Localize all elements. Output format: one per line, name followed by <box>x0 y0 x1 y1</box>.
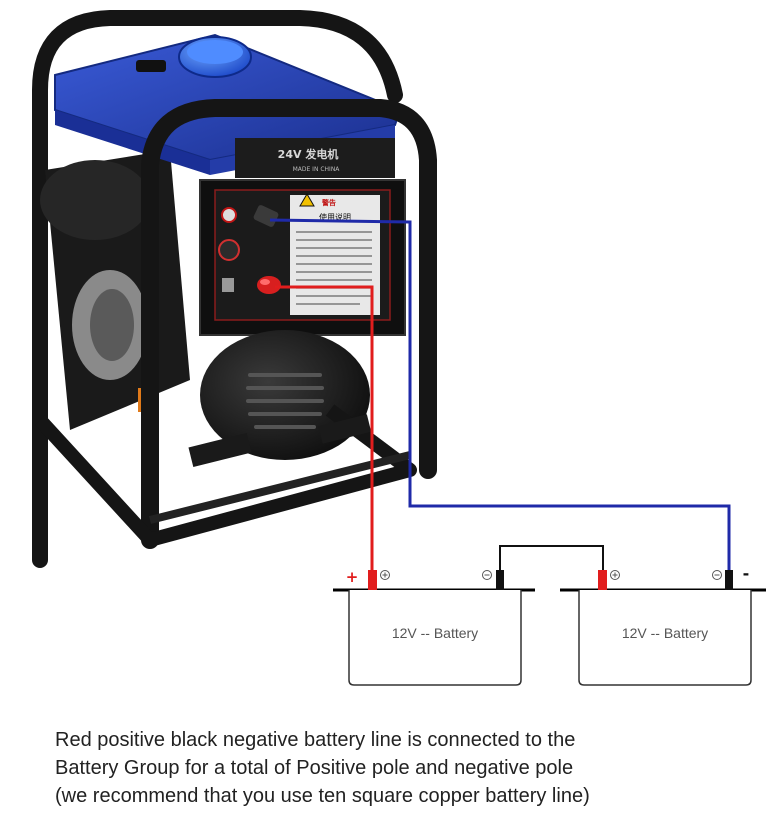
positive-wire <box>275 285 374 572</box>
mount-bracket <box>188 433 252 467</box>
panel-subtitle: MADE IN CHINA <box>293 166 341 173</box>
control-panel: 24V 发电机 MADE IN CHINA 警告 使用说明 <box>199 138 406 336</box>
battery-1-plus-terminal-icon <box>380 570 390 580</box>
battery-2-positive-post <box>598 570 607 590</box>
battery-2-minus-terminal-icon <box>712 570 722 580</box>
warning-subtitle: 使用说明 <box>319 212 351 222</box>
caption-line-1: Red positive black negative battery line… <box>55 729 576 751</box>
battery-2: - 12V -- Battery <box>560 564 766 686</box>
battery-1-negative-post <box>496 570 504 590</box>
engine-cover <box>40 160 150 240</box>
battery-1: + 12V -- Battery <box>333 568 535 686</box>
battery-2-body <box>578 590 752 686</box>
switch-icon <box>222 278 234 292</box>
battery-2-label: 12V -- Battery <box>622 625 708 641</box>
negative-wire <box>269 218 731 572</box>
generator: 24V 发电机 MADE IN CHINA 警告 使用说明 <box>32 10 437 568</box>
battery-2-plus-terminal-icon <box>610 570 620 580</box>
warning-title: 警告 <box>322 198 336 207</box>
battery-1-label: 12V -- Battery <box>392 625 478 641</box>
frame-front <box>141 99 437 549</box>
prohibit-icon <box>221 207 237 223</box>
mount-bracket-2 <box>318 414 372 444</box>
wires <box>269 218 731 572</box>
fuel-cap-top <box>187 40 243 64</box>
tank-clip <box>136 60 166 72</box>
panel-title: 24V 发电机 <box>278 147 339 161</box>
gauge-icon <box>218 239 240 261</box>
frame-base-rail <box>149 451 411 524</box>
alternator-vents <box>246 373 324 429</box>
caption-line-3: (we recommend that you use ten square co… <box>55 785 590 807</box>
starter-core <box>90 289 134 361</box>
battery-1-positive-post <box>368 570 377 590</box>
battery-1-plus-sign: + <box>346 568 359 586</box>
link-wire <box>499 545 604 572</box>
frame-base <box>34 404 417 547</box>
warning-icon <box>299 193 315 207</box>
red-terminal-knob <box>257 276 281 294</box>
red-terminal-knob-shine <box>260 279 270 285</box>
battery-1-body <box>348 590 522 686</box>
caption-line-2: Battery Group for a total of Positive po… <box>55 757 574 779</box>
tank-side <box>55 110 210 175</box>
battery-1-minus-terminal-icon <box>482 570 492 580</box>
frame-back <box>32 10 403 568</box>
battery-2-negative-post <box>725 570 733 590</box>
warning-sticker <box>290 195 380 315</box>
caption: Red positive black negative battery line… <box>55 726 755 810</box>
battery-2-minus-sign: - <box>743 564 750 583</box>
